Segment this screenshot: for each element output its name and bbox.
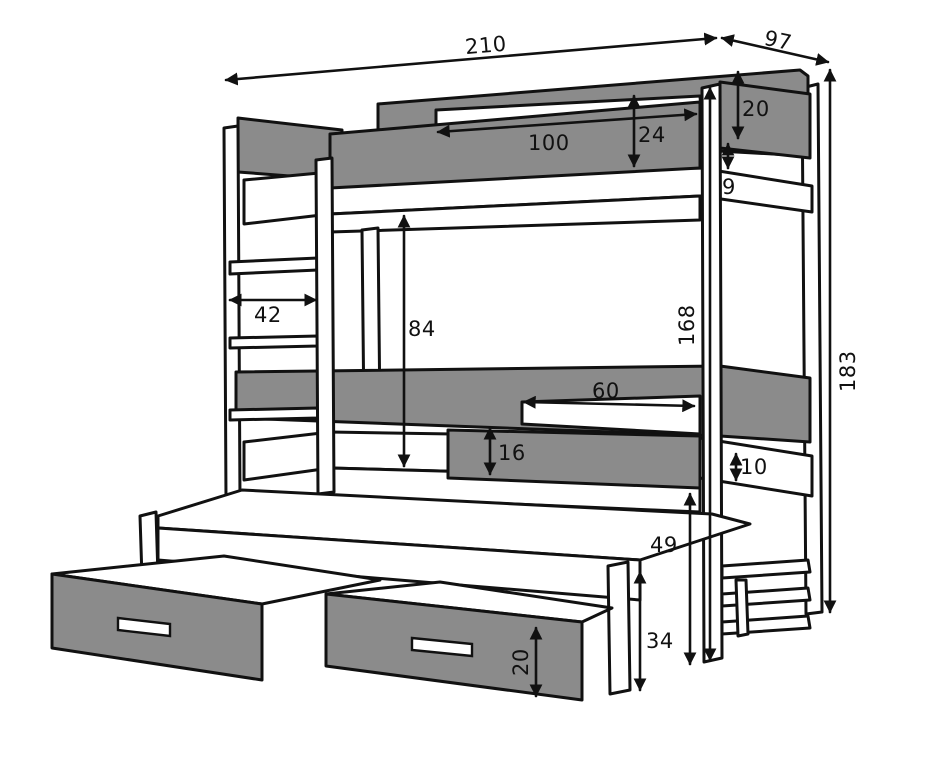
rear-post-left xyxy=(222,124,242,502)
dim-mattress-gap-lower-label: 10 xyxy=(740,455,768,479)
dim-height-total-label: 183 xyxy=(836,350,860,392)
dim-clearance-lower-label: 84 xyxy=(408,317,436,341)
drawer-right xyxy=(324,580,614,702)
dim-drawer-height-label: 20 xyxy=(509,648,533,676)
dim-lower-bed-height-label: 49 xyxy=(650,533,678,557)
drawer-left xyxy=(50,554,382,682)
lower-front-guard xyxy=(446,428,702,490)
dim-depth-label: 97 xyxy=(762,26,794,55)
dimension-lines xyxy=(224,32,837,698)
dim-guard-top-opening-label: 100 xyxy=(528,131,570,155)
dim-guard-lower-label: 16 xyxy=(498,441,526,465)
dim-guard-lower-opening-label: 60 xyxy=(592,379,620,403)
dim-guard-top-label: 20 xyxy=(742,97,770,121)
dim-top-height-label: 168 xyxy=(675,304,699,346)
rear-post-right xyxy=(800,82,824,616)
dim-trundle-height-label: 34 xyxy=(646,629,674,653)
ladder xyxy=(228,156,336,496)
dim-length-label: 210 xyxy=(464,32,508,60)
dim-ladder-width-label: 42 xyxy=(254,303,282,327)
dim-guard-top-inner-label: 24 xyxy=(638,123,666,147)
right-end-slats xyxy=(720,558,812,638)
front-post-right xyxy=(700,82,724,664)
dim-mattress-gap-top-label: 9 xyxy=(722,175,736,199)
